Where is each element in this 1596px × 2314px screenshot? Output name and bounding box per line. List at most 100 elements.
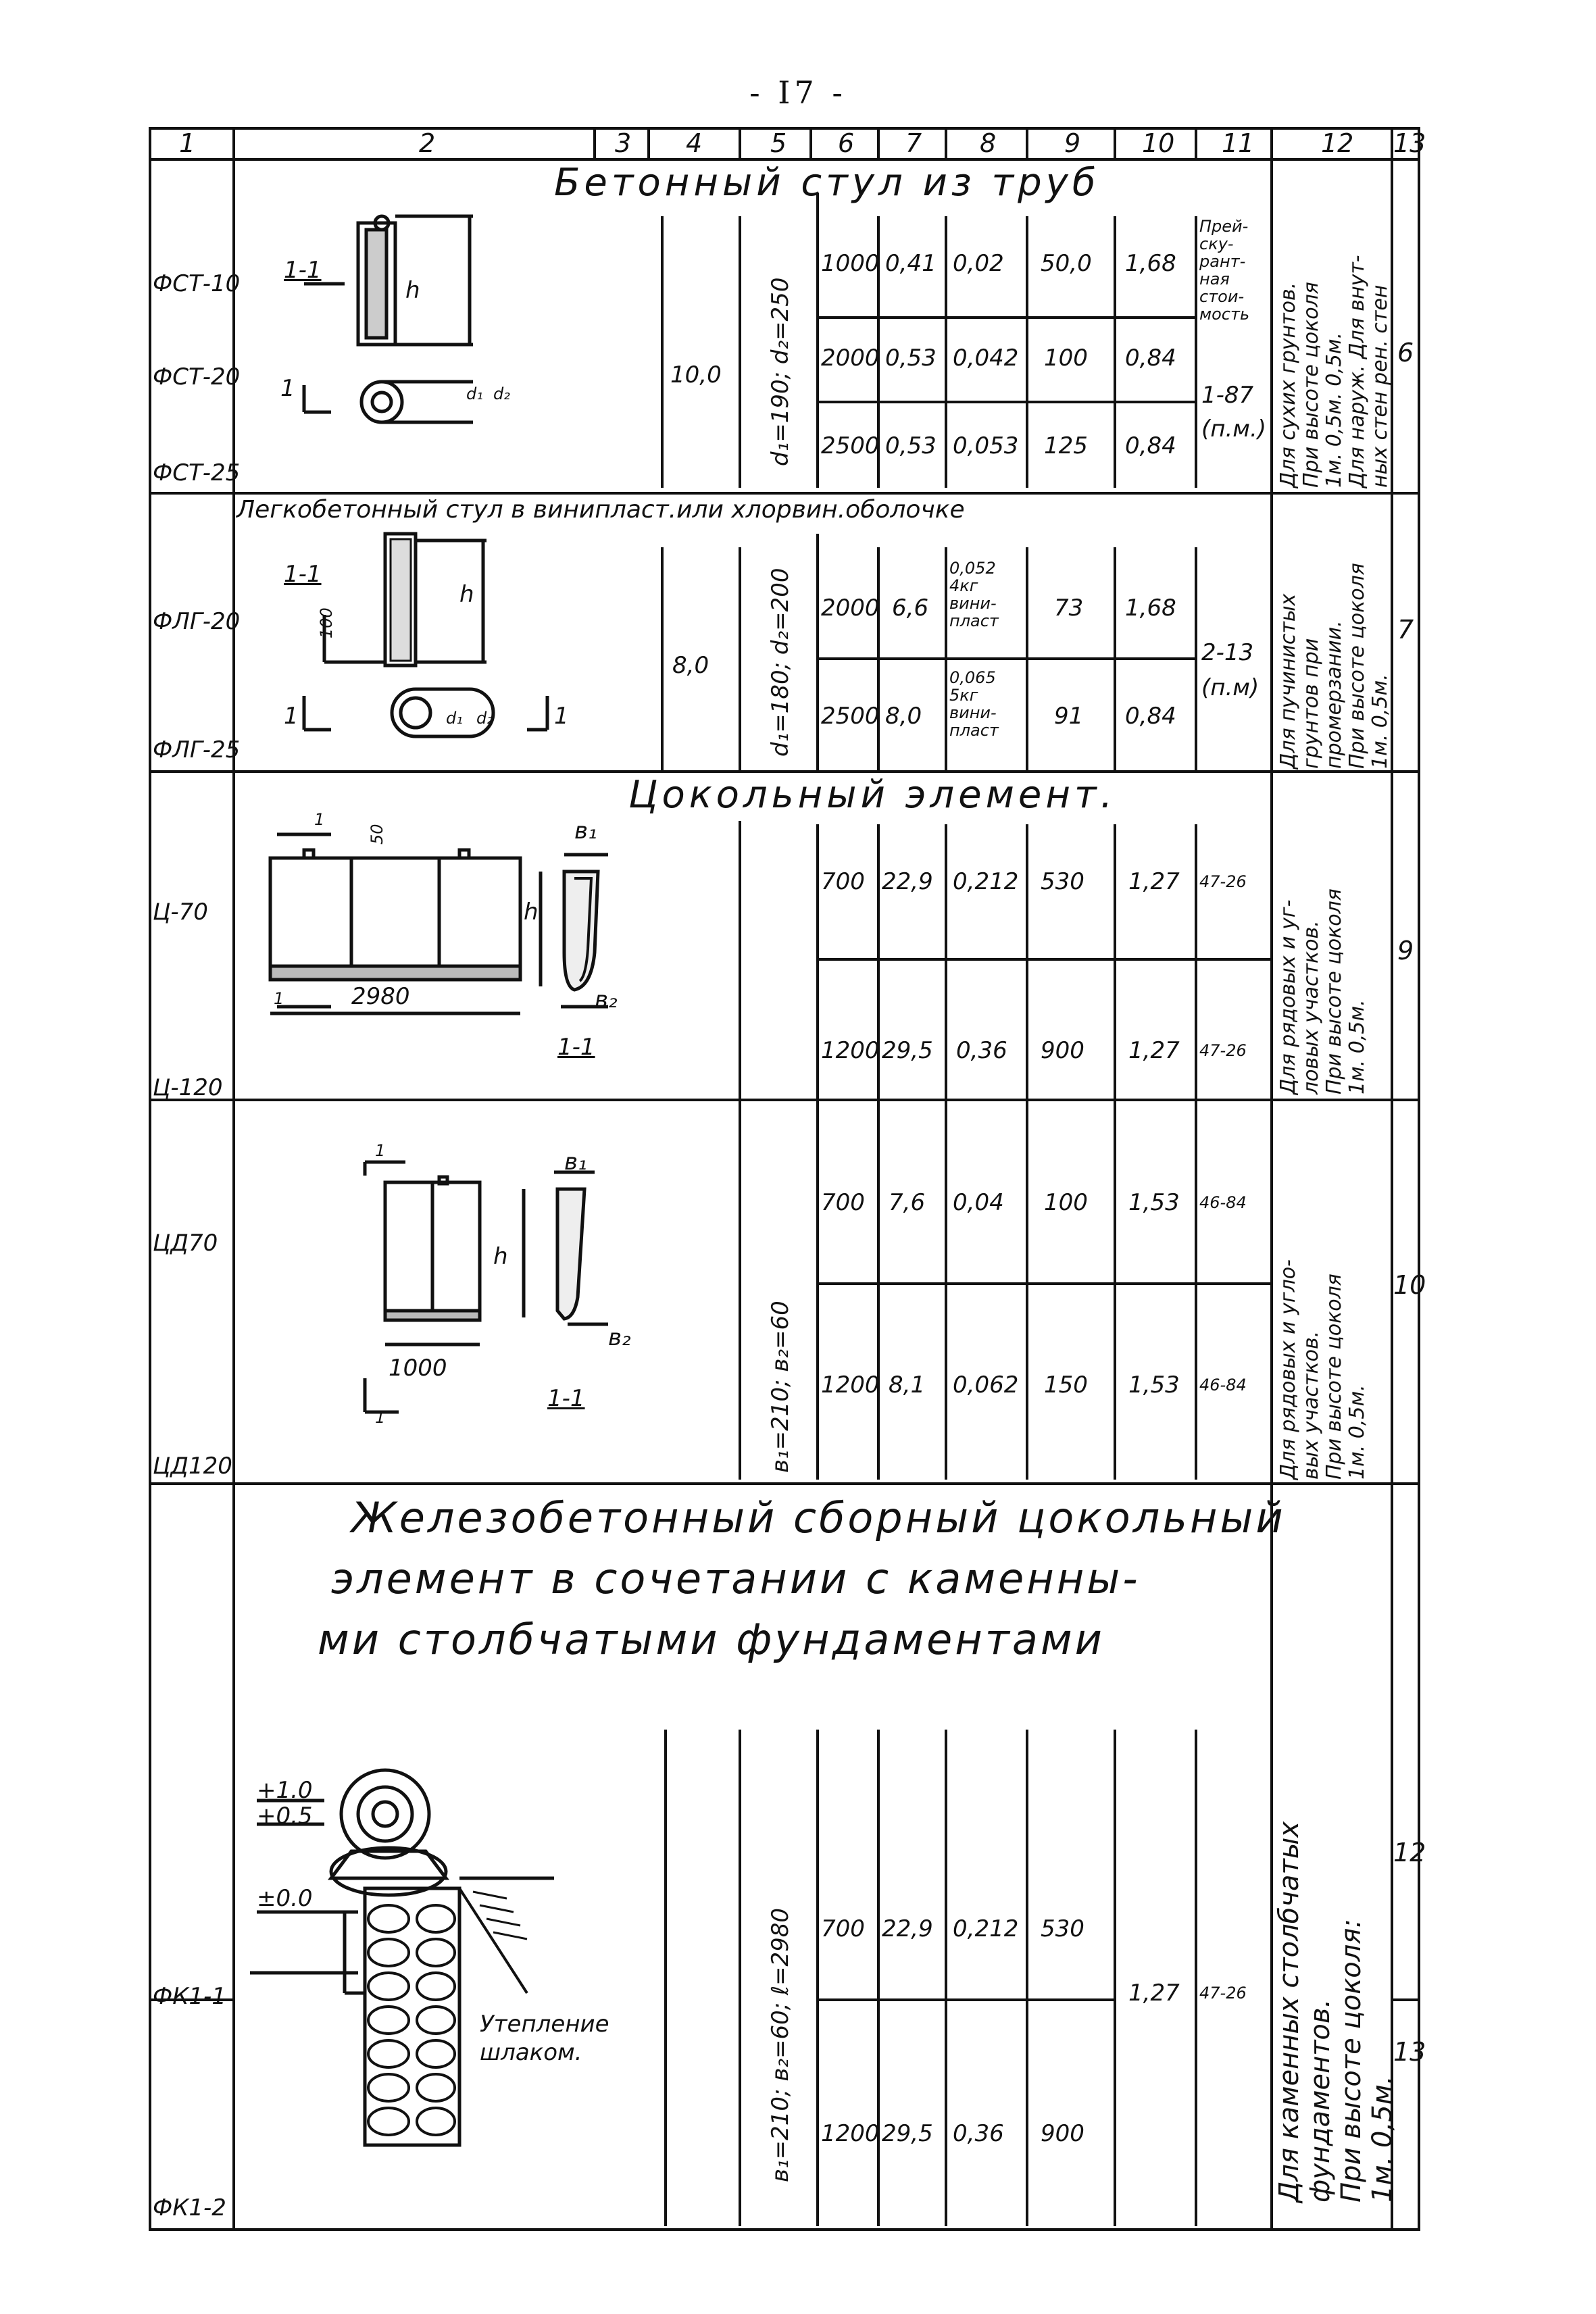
s5-r2-c6: 1200 xyxy=(821,2120,880,2147)
s3-r1-c6: 700 xyxy=(821,868,865,895)
drawing-concrete-chair xyxy=(302,214,473,424)
draw1-h-label: h xyxy=(405,277,420,304)
s1-col12: Для сухих грунтов. При высоте цоколя 1м.… xyxy=(1276,255,1392,488)
s1-col12-l1: Для сухих грунтов. xyxy=(1276,282,1300,488)
s4-r1-c7: 7,6 xyxy=(889,1189,926,1216)
s4-col12-l3: При высоте цоколя xyxy=(1322,1274,1346,1480)
s1-r3-c10: 0,84 xyxy=(1125,432,1176,459)
draw2-d2-label: d₂ xyxy=(476,709,493,728)
draw1-mark: 1 xyxy=(280,375,295,402)
s3-col12-l4: 1м. 0,5м. xyxy=(1345,999,1369,1095)
s1-col5: d₁=190; d₂=250 xyxy=(767,277,794,466)
s4-col13: 10 xyxy=(1393,1270,1426,1300)
s3-col12: Для рядовых и уг- ловых участков. При вы… xyxy=(1276,888,1369,1095)
s3-r1-c8: 0,212 xyxy=(953,868,1019,895)
col-header-7: 7 xyxy=(905,128,922,158)
draw3-mark-top: 1 xyxy=(314,810,325,829)
s4-r1-c6: 700 xyxy=(821,1189,865,1216)
s4-col12-l1: Для рядовых и угло- xyxy=(1276,1259,1300,1480)
code-fk1-2: ФК1-2 xyxy=(153,2194,226,2221)
col-header-10: 10 xyxy=(1142,128,1175,158)
col-header-11: 11 xyxy=(1222,128,1255,158)
col-header-5: 5 xyxy=(770,128,787,158)
s4-r2-c10: 1,53 xyxy=(1128,1372,1180,1399)
s2-col4: 8,0 xyxy=(672,652,709,679)
s1-r2-c10: 0,84 xyxy=(1125,345,1176,372)
s2-col11: 2-13 (п.м) xyxy=(1201,639,1260,701)
s1-r3-c6: 2500 xyxy=(821,432,880,459)
col-header-13: 13 xyxy=(1393,128,1426,158)
section-title-plinth-element: Цокольный элемент. xyxy=(628,773,1117,817)
s5-r2-c7: 29,5 xyxy=(882,2120,933,2147)
drawing-plinth-element xyxy=(268,832,608,1015)
s3-r2-c9: 900 xyxy=(1041,1037,1084,1064)
s2-r1-c10: 1,68 xyxy=(1125,595,1176,622)
draw4-b2: в₂ xyxy=(608,1324,631,1351)
col-header-2: 2 xyxy=(419,128,436,158)
draw1-d2-label: d₂ xyxy=(493,384,510,403)
s5-col12: Для каменных столбчатых фундаментов. При… xyxy=(1274,1821,1398,2203)
code-fst10: ФСТ-10 xyxy=(153,270,241,297)
s2-r2-c8: 0,065 5кг вини- пласт xyxy=(949,668,999,740)
s4-r1-c10: 1,53 xyxy=(1128,1189,1180,1216)
s5-col5: в₁=210; в₂=60; ℓ=2980 xyxy=(767,1907,794,2182)
col-header-6: 6 xyxy=(838,128,855,158)
s1-r1-c9: 50,0 xyxy=(1041,250,1092,277)
draw5-level-zero: ±0.0 xyxy=(257,1885,313,1912)
col-header-9: 9 xyxy=(1064,128,1081,158)
section-title-concrete-chair: Бетонный стул из труб xyxy=(554,161,1100,205)
s1-col12-l2: При высоте цоколя xyxy=(1299,282,1323,488)
s1-col13: 6 xyxy=(1397,338,1414,368)
s2-col12-l2: грунтов при xyxy=(1299,638,1323,769)
draw1-d1-label: d₁ xyxy=(466,384,483,403)
s5-r1-c8: 0,212 xyxy=(953,1915,1019,1942)
s5-r2-c8: 0,36 xyxy=(953,2120,1004,2147)
s4-r2-c7: 8,1 xyxy=(889,1372,926,1399)
s5-col10: 1,27 xyxy=(1128,1980,1180,2007)
draw5-level-plus1: +1.0 xyxy=(257,1777,313,1804)
s1-r1-c8: 0,02 xyxy=(953,250,1004,277)
s1-r2-c6: 2000 xyxy=(821,345,880,372)
draw3-section-label: 1-1 xyxy=(557,1034,595,1061)
draw1-section-label: 1-1 xyxy=(284,257,322,284)
s2-col12-l5: 1м. 0,5м. xyxy=(1368,674,1392,769)
s5-r1-c7: 22,9 xyxy=(882,1915,933,1942)
s1-r2-c8: 0,042 xyxy=(953,345,1019,372)
section-title-rc-plinth-line3: ми столбчатыми фундаментами xyxy=(318,1615,1105,1664)
s4-r2-c11: 46-84 xyxy=(1199,1376,1247,1394)
col-header-1: 1 xyxy=(179,128,196,158)
s4-col12-l2: вых участков. xyxy=(1299,1330,1323,1480)
code-c120: Ц-120 xyxy=(153,1074,223,1101)
code-cd120: ЦД120 xyxy=(153,1453,232,1480)
s5-col12-l1: Для каменных столбчатых xyxy=(1274,1821,1305,2203)
draw2-dim-label: 100 xyxy=(317,607,336,638)
draw2-mark-right: 1 xyxy=(554,703,569,730)
s4-r1-c8: 0,04 xyxy=(953,1189,1004,1216)
s3-r1-c9: 530 xyxy=(1041,868,1084,895)
code-flg20: ФЛГ-20 xyxy=(153,608,241,635)
s3-r2-c8: 0,36 xyxy=(956,1037,1007,1064)
s5-col12-l3: При высоте цоколя: xyxy=(1336,1919,1367,2203)
s4-r2-c8: 0,062 xyxy=(953,1372,1019,1399)
draw2-section-label: 1-1 xyxy=(284,561,322,588)
s1-col4: 10,0 xyxy=(670,361,722,388)
draw5-level-plus05: +0.5 xyxy=(257,1803,313,1830)
s2-col12-l3: промерзании. xyxy=(1322,620,1346,769)
s5-r1-c6: 700 xyxy=(821,1915,865,1942)
s5-col11: 47-26 xyxy=(1199,1984,1247,2003)
draw5-insulation-note: Утепление шлаком. xyxy=(480,2011,609,2066)
s4-r1-c11: 46-84 xyxy=(1199,1193,1247,1212)
drawing-plinth-element-short xyxy=(363,1160,608,1414)
s4-r1-c9: 100 xyxy=(1044,1189,1088,1216)
draw4-b1: в₁ xyxy=(564,1149,587,1176)
s2-r1-c8: 0,052 4кг вини- пласт xyxy=(949,559,999,630)
s2-r2-c7: 8,0 xyxy=(885,703,922,730)
s2-r1-c6: 2000 xyxy=(821,595,880,622)
draw3-b1: в₁ xyxy=(574,818,597,845)
s2-col12-l4: При высоте цоколя xyxy=(1345,563,1369,769)
s1-r2-c7: 0,53 xyxy=(885,345,937,372)
col-header-3: 3 xyxy=(615,128,632,158)
s4-r2-c9: 150 xyxy=(1044,1372,1088,1399)
s4-r2-c6: 1200 xyxy=(821,1372,880,1399)
s2-r1-c7: 6,6 xyxy=(892,595,929,622)
